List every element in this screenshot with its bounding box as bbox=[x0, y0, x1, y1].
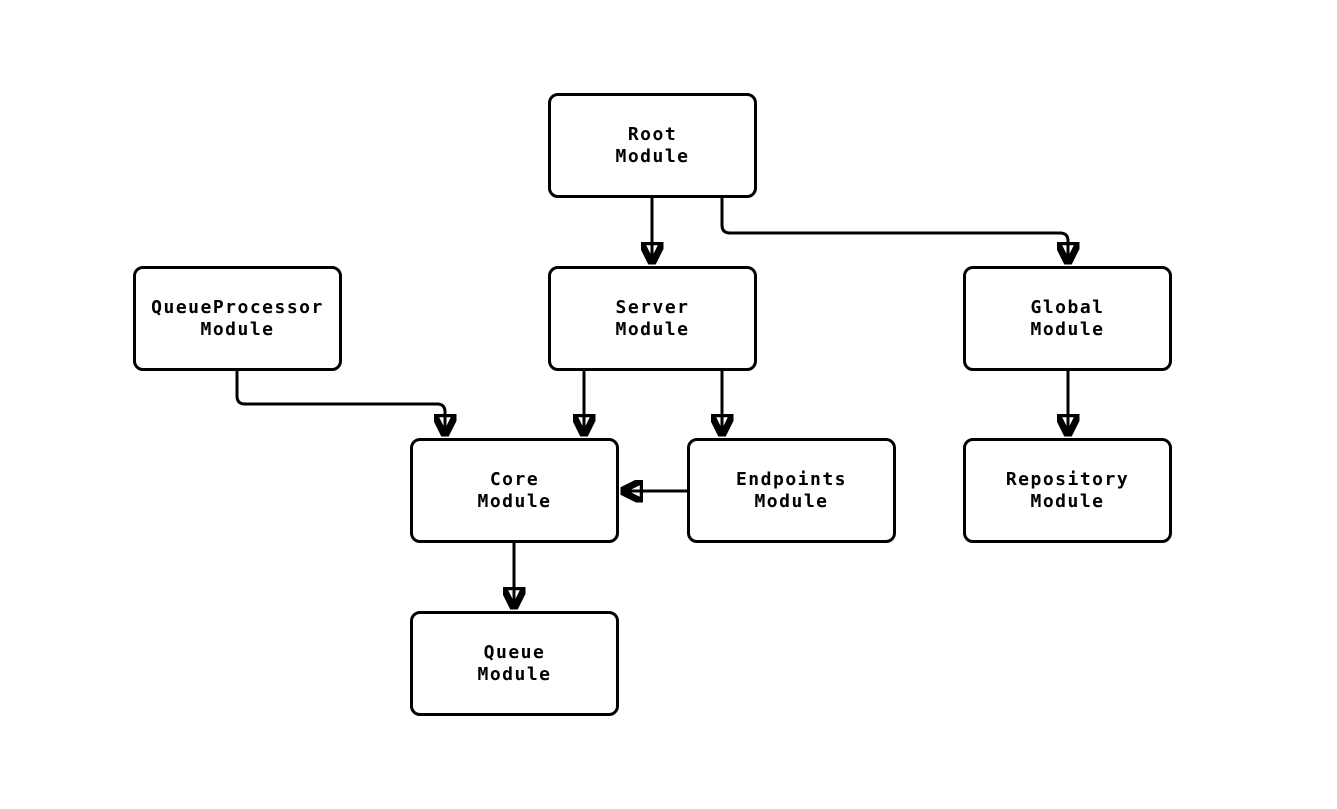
node-core-module: Core Module bbox=[410, 438, 619, 543]
node-root-module: Root Module bbox=[548, 93, 757, 198]
edge-queueprocessor-to-core bbox=[235, 371, 445, 433]
node-root-module-label: Root Module bbox=[615, 123, 690, 167]
node-global-module: Global Module bbox=[963, 266, 1172, 371]
node-repository-module-label: Repository Module bbox=[1005, 468, 1130, 512]
node-endpoints-module-label: Endpoints Module bbox=[735, 468, 848, 512]
node-server-module: Server Module bbox=[548, 266, 757, 371]
node-repository-module: Repository Module bbox=[963, 438, 1172, 543]
node-queueprocessor-module-label: QueueProcessor Module bbox=[151, 296, 324, 340]
node-endpoints-module: Endpoints Module bbox=[687, 438, 896, 543]
node-queueprocessor-module: QueueProcessor Module bbox=[133, 266, 342, 371]
edge-root-to-global bbox=[720, 198, 1068, 261]
node-core-module-label: Core Module bbox=[477, 468, 552, 512]
node-global-module-label: Global Module bbox=[1030, 296, 1105, 340]
node-queue-module-label: Queue Module bbox=[477, 641, 552, 685]
node-queue-module: Queue Module bbox=[410, 611, 619, 716]
node-server-module-label: Server Module bbox=[615, 296, 690, 340]
